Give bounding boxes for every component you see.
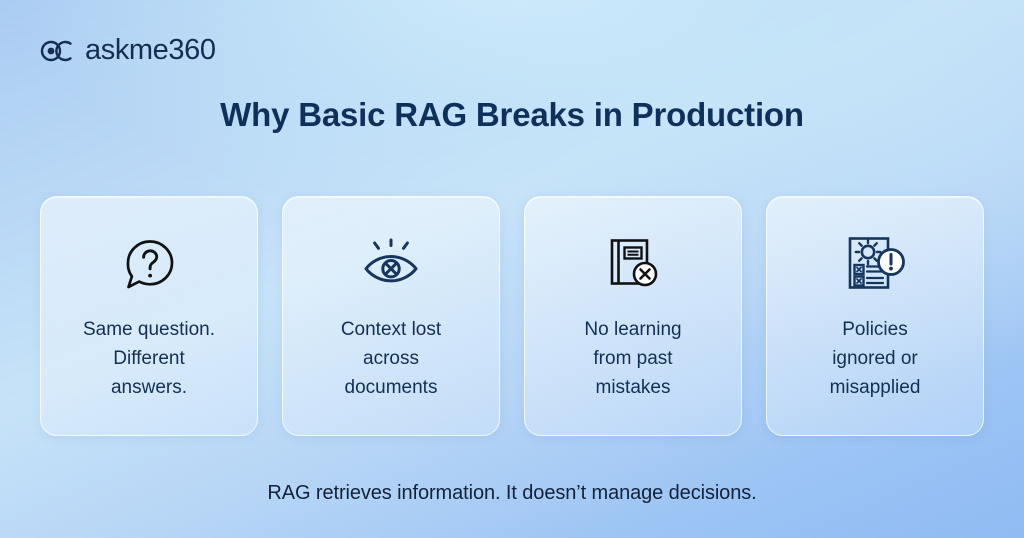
problem-card-label: No learning from past mistakes — [584, 319, 682, 398]
policy-document-warning-icon — [838, 229, 912, 301]
page-title: Why Basic RAG Breaks in Production — [220, 96, 804, 133]
footer-tagline: RAG retrieves information. It doesn’t ma… — [267, 482, 757, 504]
askme-circles-logo-icon — [40, 38, 76, 64]
problem-card: No learning from past mistakes — [524, 196, 742, 436]
problem-card-label: Same question. Different answers. — [82, 319, 216, 398]
problem-card-label: Policies ignored or misapplied — [829, 319, 921, 398]
question-speech-bubble-icon — [116, 229, 182, 301]
problem-card: Same question. Different answers. — [40, 196, 258, 436]
brand-name: askme360 — [85, 34, 216, 66]
book-with-error-badge-icon — [599, 229, 667, 301]
problem-card: Policies ignored or misapplied — [766, 196, 984, 436]
problem-card-label: Context lost across documents — [340, 319, 442, 398]
brand-logo: askme360 — [40, 36, 216, 65]
problem-card-list: Same question. Different answers. Contex… — [40, 196, 984, 436]
problem-card: Context lost across documents — [282, 196, 500, 436]
eye-crossed-out-icon — [353, 229, 429, 301]
